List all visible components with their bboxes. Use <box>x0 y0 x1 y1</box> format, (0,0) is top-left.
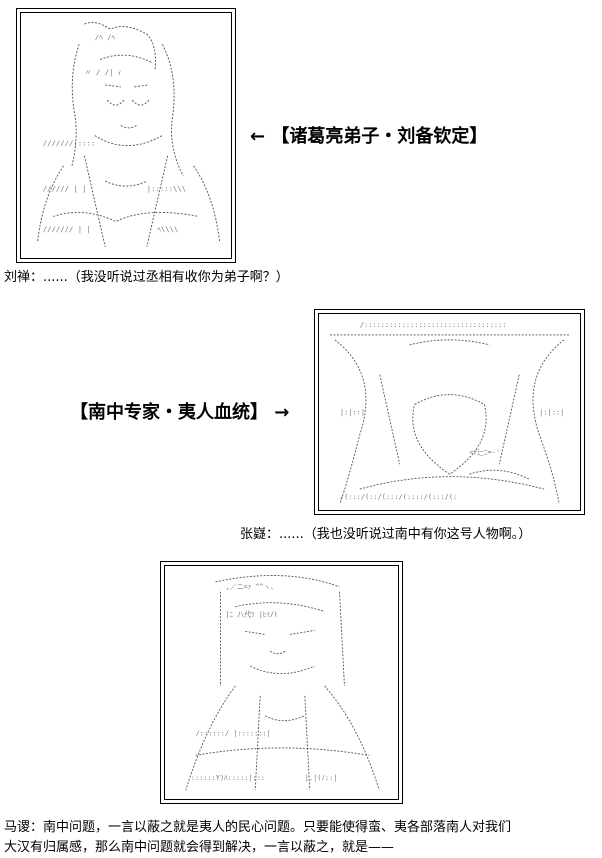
svg-text:ﾍ\\\\: ﾍ\\\\ <box>157 225 178 234</box>
svg-text://///// | |: /////// | | <box>43 225 91 234</box>
panel-1-art-frame: /ﾍ /ﾍ 〃 / /| ｨ ///////::::: ////// | | |… <box>16 8 236 263</box>
panel-2-art-frame: /:::::::::::::::::::::::::::::::::: |:|:… <box>314 309 585 515</box>
ascii-art-character-1: /ﾍ /ﾍ 〃 / /| ｨ ///////::::: ////// | | |… <box>22 14 230 257</box>
svg-text:/(:::/(::/(:::/(::::/(:::/(:: /(:::/(::/(:::/(::::/(:::/(: <box>340 493 457 501</box>
ascii-art-character-2: /:::::::::::::::::::::::::::::::::: |:|:… <box>320 315 579 509</box>
panel-2-caption: 【南中专家・夷人血统】 → <box>70 402 290 423</box>
svg-text:/:::::::::::::::::::::::::::::: /:::::::::::::::::::::::::::::::::: <box>360 321 507 329</box>
panel-3-dialogue-line-1: 马谡：南中问题，一言以蔽之就是夷人的民心问题。只要能使得蛮、夷各部落南人对我们 <box>4 820 512 835</box>
svg-text:/ﾍ /ﾍ: /ﾍ /ﾍ <box>95 32 116 41</box>
svg-text:|:|::|: |:|::| <box>340 408 365 416</box>
panel-3-dialogue-line-2: 大汉有归属感，那么南中问题就会得到解决，一言以蔽之，就是—— <box>4 840 395 855</box>
svg-text:|.|(ﾉ::|: |.|(ﾉ::| <box>305 774 338 782</box>
panel-2-dialogue: 张嶷：......（我也没听说过南中有你这号人物啊。） <box>240 527 532 542</box>
panel-1-caption: ← 【诸葛亮弟子・刘备钦定】 <box>250 126 488 147</box>
svg-text:<ﾉ辷ﾆ=-': <ﾉ辷ﾆ=-' <box>469 448 500 456</box>
svg-text:|:::::\\\: |:::::\\\ <box>147 184 186 193</box>
panel-3-art-frame: ,／ニ=ｧ ^^ヽ、 |ﾆ 八代ﾂ |ﾋｲ/ﾄ /::::::/ |::::::… <box>160 561 403 804</box>
svg-text:〃 / /| ｨ: 〃 / /| ｨ <box>84 68 121 77</box>
svg-text:|:|::|: |:|::| <box>539 408 564 416</box>
svg-text:,／ニ=ｧ ^^ヽ、: ,／ニ=ｧ ^^ヽ、 <box>225 583 277 591</box>
svg-text:////// | |: ////// | | <box>43 184 87 193</box>
svg-text:///////:::::: ///////::::: <box>43 139 96 148</box>
svg-text:|ﾆ 八代ﾂ |ﾋｲ/ﾄ: |ﾆ 八代ﾂ |ﾋｲ/ﾄ <box>225 610 277 619</box>
ascii-art-character-3: ,／ニ=ｧ ^^ヽ、 |ﾆ 八代ﾂ |ﾋｲ/ﾄ /::::::/ |::::::… <box>166 567 397 798</box>
svg-text:::::::Y)ﾊ:::::|:::: ::::::Y)ﾊ:::::|::: <box>191 774 265 782</box>
panel-3-dialogue: 马谡：南中问题，一言以蔽之就是夷人的民心问题。只要能使得蛮、夷各部落南人对我们 … <box>4 818 511 858</box>
svg-text:/::::::/ |:::::::|: /::::::/ |:::::::| <box>196 730 271 738</box>
panel-1-dialogue: 刘禅：......（我没听说过丞相有收你为弟子啊？） <box>4 270 289 285</box>
